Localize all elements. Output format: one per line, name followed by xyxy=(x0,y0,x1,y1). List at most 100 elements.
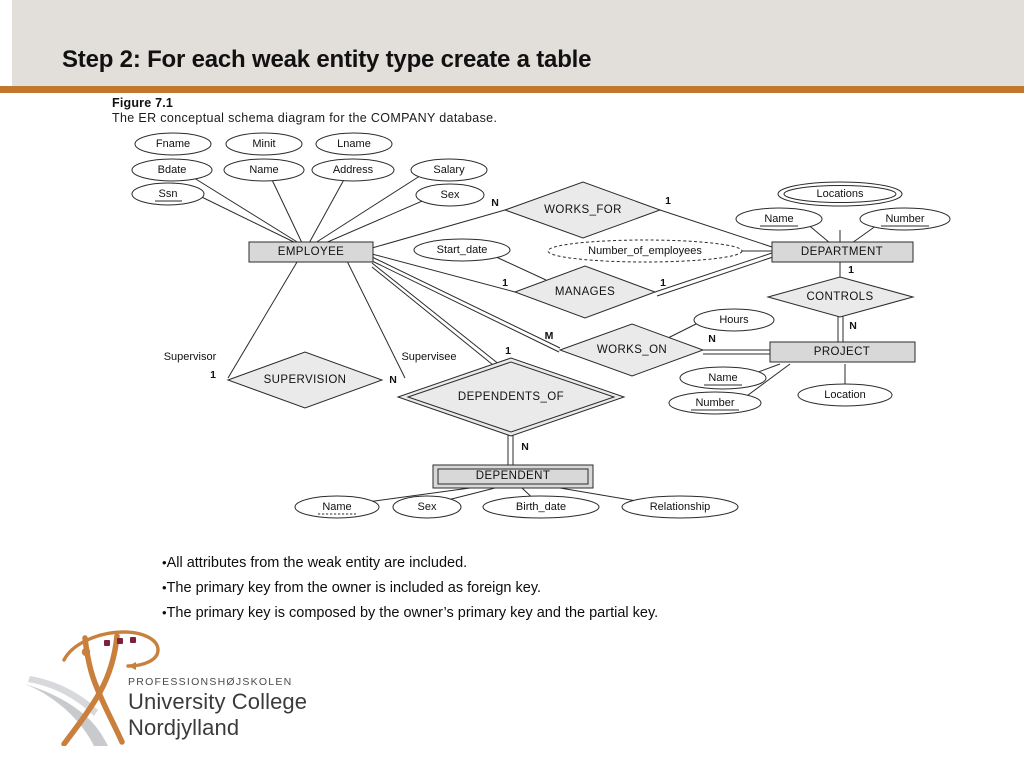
svg-text:Sex: Sex xyxy=(441,189,460,201)
page-title: Step 2: For each weak entity type create… xyxy=(62,46,592,73)
logo-figure-icon xyxy=(61,630,160,746)
bullet-text: The primary key from the owner is includ… xyxy=(166,579,542,596)
bullet-item-1: •All attributes from the weak entity are… xyxy=(162,551,802,576)
bullet-item-2: •The primary key from the owner is inclu… xyxy=(162,576,802,601)
figure-caption: Figure 7.1 The ER conceptual schema diag… xyxy=(112,96,712,125)
relationship-supervision: SUPERVISION xyxy=(226,351,384,409)
attribute-fname: Fname xyxy=(134,132,212,156)
bullet-list: •All attributes from the weak entity are… xyxy=(162,551,802,626)
svg-text:DEPENDENT: DEPENDENT xyxy=(476,470,551,482)
bullet-marker: • xyxy=(162,555,167,570)
attribute-name-employee: Name xyxy=(223,158,305,182)
attribute-sex-dependent: Sex xyxy=(392,495,462,519)
institution-logo: PROFESSIONSHØJSKOLEN University College … xyxy=(24,616,424,746)
attribute-name-department: Name xyxy=(735,207,823,231)
svg-text:Sex: Sex xyxy=(418,501,437,513)
svg-text:Ssn: Ssn xyxy=(159,188,178,200)
logo-wordmark: PROFESSIONSHØJSKOLEN University College … xyxy=(128,676,424,741)
cardinality-controls-n: N xyxy=(849,320,857,332)
figure-description: The ER conceptual schema diagram for the… xyxy=(112,111,498,125)
svg-text:Name: Name xyxy=(708,372,737,384)
accent-bar xyxy=(0,86,1024,93)
entity-employee: EMPLOYEE xyxy=(248,241,374,263)
attribute-name-project: Name xyxy=(679,366,767,390)
slide-header-band: Step 2: For each weak entity type create… xyxy=(12,0,1024,86)
attribute-relationship: Relationship xyxy=(621,495,739,519)
logo-line-2: University College Nordjylland xyxy=(128,689,308,740)
entity-department: DEPARTMENT xyxy=(771,241,914,263)
cardinality-supervision-1: 1 xyxy=(210,369,216,381)
svg-text:Lname: Lname xyxy=(337,138,371,150)
attribute-bdate: Bdate xyxy=(131,158,213,182)
cardinality-dependents-n: N xyxy=(521,441,529,453)
attribute-number-of-employees: Number_of_employees xyxy=(547,239,743,263)
attribute-locations: Locations xyxy=(777,181,903,207)
role-label-supervisee: Supervisee xyxy=(401,351,456,363)
attribute-number-department: Number xyxy=(859,207,951,231)
attribute-number-project: Number xyxy=(668,391,762,415)
attribute-start-date: Start_date xyxy=(413,238,511,262)
bullet-marker: • xyxy=(162,579,167,595)
svg-text:Bdate: Bdate xyxy=(158,164,187,176)
svg-text:Name: Name xyxy=(764,213,793,225)
svg-text:Name: Name xyxy=(322,501,351,513)
attribute-name-dependent: Name xyxy=(294,495,380,519)
entity-dependent: DEPENDENT xyxy=(432,464,594,489)
cardinality-controls-1: 1 xyxy=(848,264,854,276)
role-label-supervisor: Supervisor xyxy=(164,351,217,363)
svg-text:WORKS_FOR: WORKS_FOR xyxy=(544,204,622,216)
er-diagram: .ln { stroke:#2b2b2b; stroke-width:1; fi… xyxy=(0,120,1024,530)
entity-project: PROJECT xyxy=(769,341,916,363)
svg-text:Number_of_employees: Number_of_employees xyxy=(588,245,702,257)
svg-text:Locations: Locations xyxy=(816,188,864,200)
relationship-dependents-of: DEPENDENTS_OF xyxy=(396,357,626,437)
cardinality-manages-1-left: 1 xyxy=(502,277,508,289)
cardinality-works-on-n: N xyxy=(708,333,716,345)
attribute-lname: Lname xyxy=(315,132,393,156)
relationship-works-for: WORKS_FOR xyxy=(503,181,662,239)
bullet-item-3: •The primary key is composed by the owne… xyxy=(162,601,802,626)
svg-text:PROJECT: PROJECT xyxy=(814,346,870,358)
svg-text:Fname: Fname xyxy=(156,138,190,150)
cardinality-works-for-n: N xyxy=(491,197,499,209)
svg-text:DEPARTMENT: DEPARTMENT xyxy=(801,246,883,258)
header-background xyxy=(12,0,1024,86)
attribute-birth-date: Birth_date xyxy=(482,495,600,519)
attribute-sex-employee: Sex xyxy=(415,183,485,207)
attribute-ssn: Ssn xyxy=(131,182,205,206)
attribute-salary: Salary xyxy=(410,158,488,182)
attribute-location-project: Location xyxy=(797,383,893,407)
svg-text:Location: Location xyxy=(824,389,866,401)
svg-text:Number: Number xyxy=(695,397,734,409)
cardinality-works-on-m: M xyxy=(545,330,554,342)
logo-shadow-icon xyxy=(24,676,108,746)
cardinality-manages-1-right: 1 xyxy=(660,277,666,289)
relationship-manages: MANAGES xyxy=(513,265,657,319)
svg-text:Name: Name xyxy=(249,164,278,176)
svg-text:SUPERVISION: SUPERVISION xyxy=(264,374,347,386)
svg-text:CONTROLS: CONTROLS xyxy=(806,291,873,303)
relationship-controls: CONTROLS xyxy=(766,276,915,318)
cardinality-supervision-n: N xyxy=(389,374,397,386)
svg-text:Hours: Hours xyxy=(719,314,749,326)
svg-text:Minit: Minit xyxy=(252,138,275,150)
svg-text:EMPLOYEE: EMPLOYEE xyxy=(278,246,344,258)
attribute-address: Address xyxy=(311,158,395,182)
svg-text:Address: Address xyxy=(333,164,374,176)
svg-text:Salary: Salary xyxy=(433,164,465,176)
bullet-marker: • xyxy=(162,604,167,620)
bullet-text: All attributes from the weak entity are … xyxy=(166,555,468,571)
figure-number: Figure 7.1 xyxy=(112,96,174,110)
svg-text:Number: Number xyxy=(885,213,924,225)
attribute-minit: Minit xyxy=(225,132,303,156)
svg-text:Relationship: Relationship xyxy=(650,501,711,513)
svg-text:MANAGES: MANAGES xyxy=(555,286,615,298)
logo-line-1: PROFESSIONSHØJSKOLEN xyxy=(128,676,293,688)
svg-text:Start_date: Start_date xyxy=(437,244,488,256)
attribute-hours: Hours xyxy=(693,308,775,332)
bullet-text: The primary key is composed by the owner… xyxy=(166,604,659,621)
cardinality-works-for-1: 1 xyxy=(665,195,671,207)
cardinality-dependents-1: 1 xyxy=(505,345,511,357)
logo-dots-icon xyxy=(104,637,136,646)
